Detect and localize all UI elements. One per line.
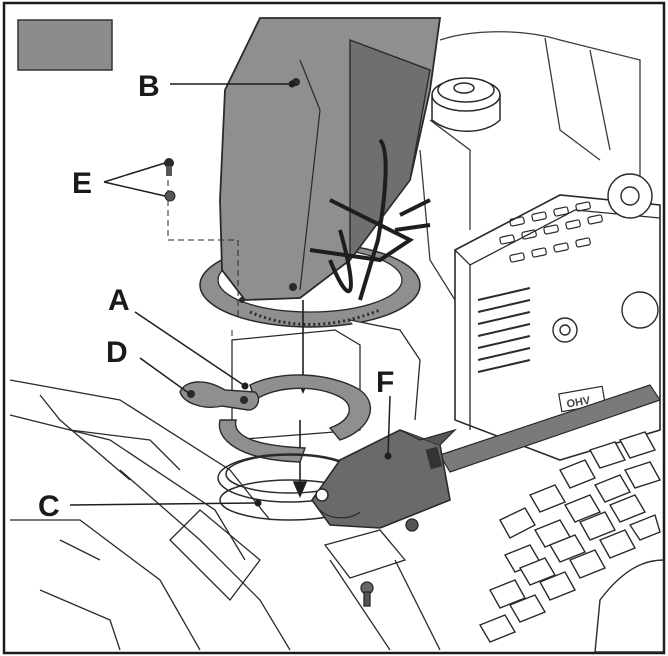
- auger-housing: [9, 379, 441, 651]
- leader-e-lower: [103, 181, 166, 197]
- leader-c: [69, 502, 259, 506]
- callout-a: A: [108, 284, 130, 317]
- leader-a: [134, 311, 246, 387]
- clamp-d: [179, 381, 260, 411]
- engine-cooling-fins: [477, 287, 531, 373]
- engine-ports: [552, 173, 659, 343]
- chute-motor-f: [311, 384, 661, 529]
- grey-label-box: [17, 19, 113, 71]
- callout-e: E: [72, 167, 92, 200]
- lower-mount-plate: [323, 518, 419, 607]
- chute-control-rods: [309, 138, 431, 301]
- engine-vent-slots: [499, 201, 603, 263]
- machine-frame-lines: [419, 31, 641, 301]
- callout-d: D: [106, 336, 128, 369]
- discharge-chute: [199, 17, 442, 328]
- fuel-cap: [431, 77, 501, 132]
- callout-c: C: [38, 490, 60, 523]
- callout-b: B: [138, 70, 160, 103]
- leader-lines: [69, 83, 391, 506]
- leader-d: [139, 357, 191, 395]
- fastener-e-parts: [164, 158, 176, 202]
- tire-tread: [478, 431, 665, 653]
- leader-dots: [241, 80, 392, 507]
- leader-f: [387, 395, 391, 457]
- callout-f: F: [376, 366, 394, 399]
- leader-e-upper: [103, 162, 166, 183]
